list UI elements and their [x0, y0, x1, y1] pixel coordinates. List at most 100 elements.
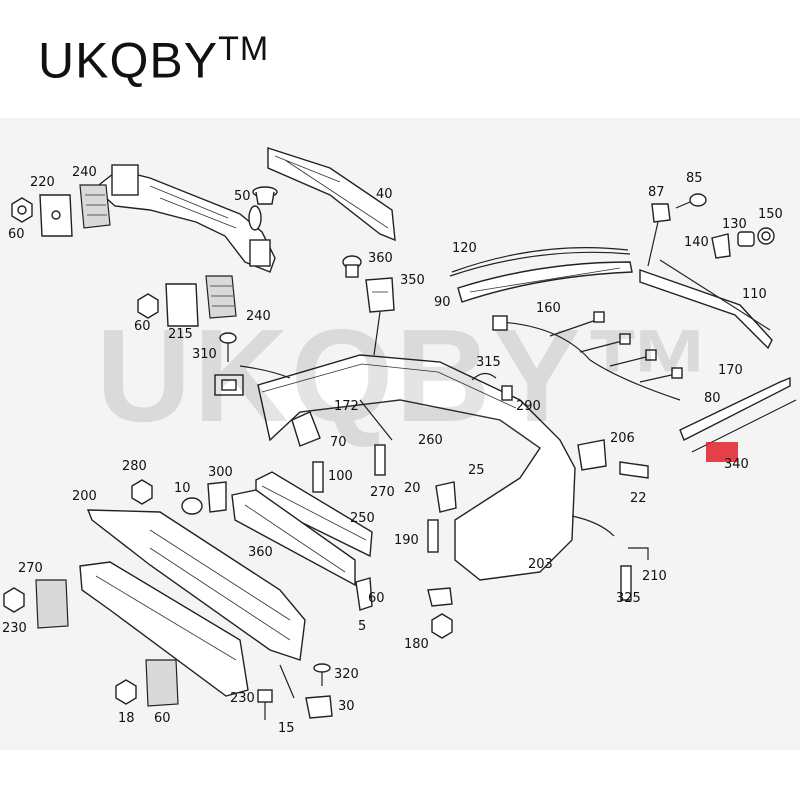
bracket-260: [291, 411, 321, 447]
part-number-label: 340: [724, 457, 749, 472]
part-number-label: 87: [648, 185, 665, 200]
part-number-label: 230: [2, 621, 27, 636]
part-number-label: 230: [230, 691, 255, 706]
part-140: [711, 233, 731, 259]
part-number-label: 150: [758, 207, 783, 222]
part-number-label: 203: [528, 557, 553, 572]
clip-200: [207, 481, 227, 513]
part-number-label: 260: [418, 433, 443, 448]
bolt-320: [431, 613, 453, 639]
part-number-label: 20: [404, 481, 421, 496]
nut-300: [131, 479, 153, 505]
trim-90: [457, 261, 633, 303]
bracket-240-mid: [205, 275, 237, 319]
bracket-230-left: [35, 579, 69, 629]
clip-315: [214, 374, 244, 396]
bolt-310: [219, 332, 237, 362]
pin-25: [374, 444, 386, 476]
part-number-label: 310: [192, 347, 217, 362]
beam-30: [79, 561, 249, 697]
part-number-label: 90: [434, 295, 451, 310]
part-number-label: 300: [208, 465, 233, 480]
part-number-label: 250: [350, 511, 375, 526]
clip-170: [501, 385, 513, 401]
part-number-label: 315: [476, 355, 501, 370]
nut-60-left: [3, 587, 25, 613]
part-number-label: 330: [0, 0, 25, 4]
part-number-label: 85: [686, 171, 703, 186]
part-number-label: 25: [468, 463, 485, 478]
part-number-label: 60: [8, 227, 25, 242]
bracket-87: [651, 203, 671, 223]
diagram-panel: [0, 118, 800, 750]
clip-172: [471, 372, 497, 381]
part-number-label: 270: [18, 561, 43, 576]
support-190: [231, 489, 356, 587]
part-number-label: 290: [516, 399, 541, 414]
part-number-label: 172: [334, 399, 359, 414]
impact-strip-40: [267, 147, 396, 242]
cap-20: [181, 497, 203, 515]
clip-203: [628, 547, 649, 560]
trim-120: [449, 247, 631, 277]
part-number-label: 15: [278, 721, 295, 736]
pin-270-low: [427, 519, 439, 553]
bracket-340: [577, 439, 607, 471]
part-number-label: 240: [246, 309, 271, 324]
bracket-250: [435, 481, 457, 513]
part-number-label: 60: [134, 319, 151, 334]
nut-60-mid: [137, 293, 159, 319]
part-number-label: 22: [630, 491, 647, 506]
part-130: [737, 231, 755, 247]
part-number-label: 60: [154, 711, 171, 726]
clip-15: [305, 695, 333, 719]
harness-160: [492, 311, 683, 401]
part-number-label: 170: [718, 363, 743, 378]
trim-80-70: [679, 376, 797, 453]
bracket-240-top: [79, 184, 111, 229]
pin-270-top: [312, 461, 324, 493]
part-number-label: 210: [642, 569, 667, 584]
ring-150: [757, 227, 775, 245]
part-number-label: 100: [328, 469, 353, 484]
clip-360-low: [619, 461, 649, 479]
part-number-label: 5: [358, 619, 366, 634]
part-number-label: 18: [118, 711, 135, 726]
part-number-label: 50: [234, 189, 251, 204]
part-number-label: 206: [610, 431, 635, 446]
plate-220: [39, 194, 73, 237]
leader-lines: [239, 221, 659, 699]
pin-210: [620, 565, 632, 601]
part-number-label: 220: [30, 175, 55, 190]
part-number-label: 240: [72, 165, 97, 180]
brand-name: UKQBY: [38, 32, 219, 89]
part-number-label: 270: [370, 485, 395, 500]
bolt-330: [257, 689, 273, 720]
part-number-label: 30: [338, 699, 355, 714]
part-number-label: 350: [400, 273, 425, 288]
part-number-label: 325: [616, 591, 641, 606]
bracket-230-low: [145, 659, 179, 707]
part-number-label: 130: [722, 217, 747, 232]
part-number-label: 360: [368, 251, 393, 266]
part-number-label: 180: [404, 637, 429, 652]
nut-60-top: [11, 197, 33, 223]
part-number-label: 215: [168, 327, 193, 342]
clip-360-top: [342, 255, 362, 278]
part-number-label: 200: [72, 489, 97, 504]
part-number-label: 320: [334, 667, 359, 682]
part-number-label: 190: [394, 533, 419, 548]
carrier-10: [86, 509, 306, 661]
highlight-marker-100: [706, 442, 738, 462]
part-number-label: 10: [174, 481, 191, 496]
trim-110: [639, 259, 773, 350]
part-number-label: 80: [704, 391, 721, 406]
bracket-350: [365, 277, 395, 313]
part-number-label: 40: [376, 187, 393, 202]
brand-trademark: TM: [218, 30, 270, 68]
nut-60-low: [115, 679, 137, 705]
pin-18: [313, 663, 331, 686]
brand-logo: UKQBYTM: [38, 30, 269, 90]
